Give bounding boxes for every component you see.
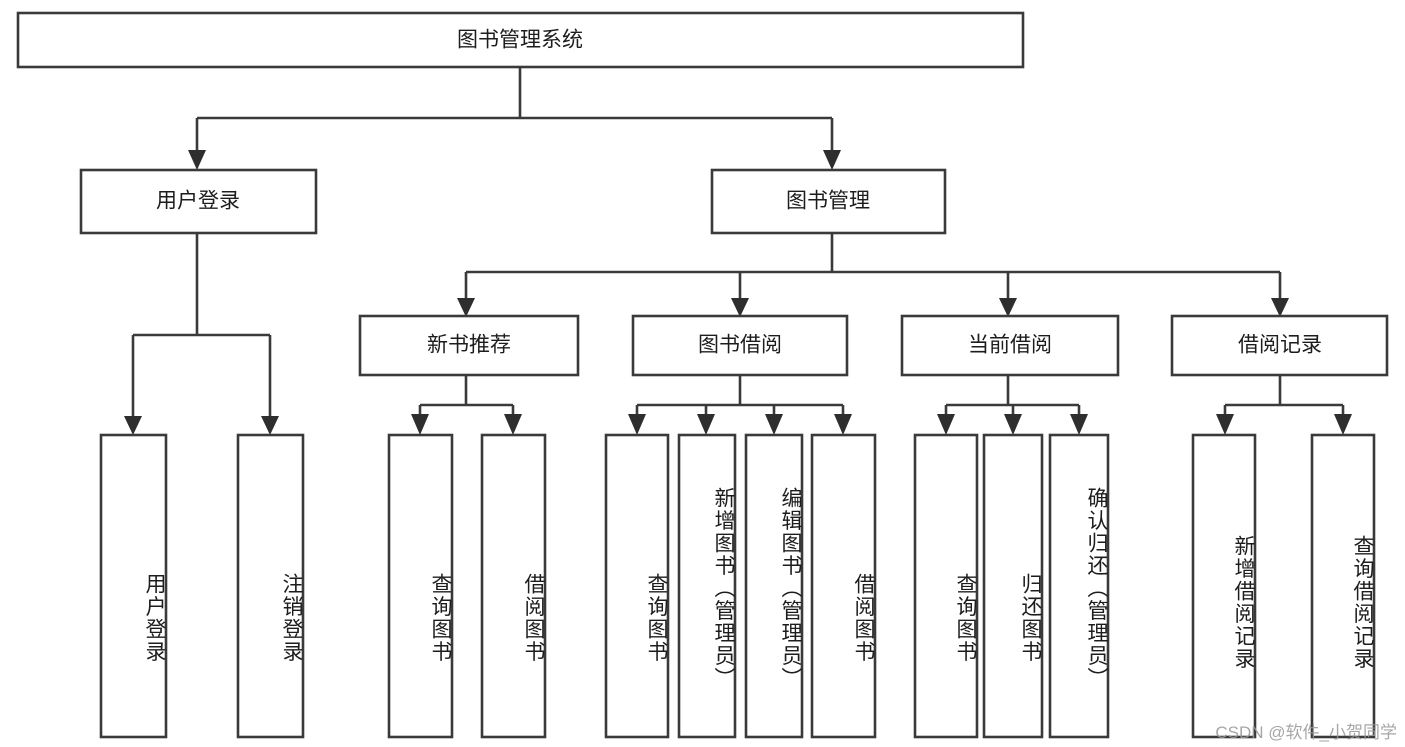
arrow-head-current-confirm — [1070, 414, 1088, 435]
node-box-leaf-user-login[interactable] — [99, 433, 168, 739]
arrow-head-borrow-add — [697, 414, 715, 435]
node-box-leaf-logout[interactable] — [236, 433, 305, 739]
node-box-leaf-return-book[interactable] — [982, 433, 1044, 739]
arrow-head-records-add — [1216, 414, 1234, 435]
arrow-head-borrow-query — [628, 414, 646, 435]
arrow-head-newbook-query — [411, 414, 429, 435]
node-box-leaf-query-borrow-record[interactable] — [1310, 433, 1376, 739]
node-box-user-login[interactable] — [79, 168, 318, 235]
connector-group-records-children — [1216, 375, 1352, 435]
arrow-head-current-return — [1004, 414, 1022, 435]
arrow-head-records — [1271, 298, 1289, 317]
connector-group-newbook-children — [411, 375, 522, 435]
node-box-leaf-borrow-book-2[interactable] — [810, 433, 877, 739]
node-label-new-book-recommend: 新书推荐 — [427, 334, 511, 357]
arrow-head-newbook — [457, 298, 475, 317]
arrow-head-book-manage — [823, 150, 841, 170]
node-box-borrow-records[interactable] — [1170, 314, 1389, 377]
arrow-head-borrow — [731, 298, 749, 317]
node-box-book-borrow[interactable] — [631, 314, 849, 377]
connector-group-bookmanage-children — [457, 233, 1289, 317]
node-box-leaf-edit-book-admin[interactable] — [744, 433, 804, 739]
arrow-head-current — [999, 298, 1017, 317]
node-label-user-login: 用户登录 — [156, 190, 240, 213]
arrow-head-newbook-borrow — [504, 414, 522, 435]
node-label-book-borrow: 图书借阅 — [698, 334, 782, 357]
connector-group-root-to-level1 — [188, 67, 841, 170]
node-box-leaf-query-book-1[interactable] — [387, 433, 454, 739]
node-box-leaf-query-book-3[interactable] — [913, 433, 979, 739]
node-box-leaf-add-book-admin[interactable] — [677, 433, 737, 739]
connector-group-userlogin-children — [124, 233, 279, 435]
node-box-leaf-borrow-book-1[interactable] — [480, 433, 547, 739]
node-box-leaf-query-book-2[interactable] — [604, 433, 670, 739]
arrow-head-leaf-logout — [261, 416, 279, 435]
arrow-head-current-query — [937, 414, 955, 435]
arrow-head-borrow-lend — [834, 414, 852, 435]
node-label-root: 图书管理系统 — [457, 29, 583, 52]
arrow-head-borrow-edit — [765, 414, 783, 435]
node-box-new-book-recommend[interactable] — [358, 314, 580, 377]
node-box-leaf-confirm-return-admin[interactable] — [1048, 433, 1110, 739]
arrow-head-records-query — [1334, 414, 1352, 435]
arrow-head-leaf-user-login — [124, 416, 142, 435]
node-box-leaf-add-borrow-record[interactable] — [1191, 433, 1257, 739]
node-box-root[interactable] — [16, 11, 1025, 69]
node-label-current-borrow: 当前借阅 — [968, 334, 1052, 357]
node-box-current-borrow[interactable] — [900, 314, 1120, 377]
connector-group-current-children — [937, 375, 1088, 435]
csdn-watermark: CSDN @软件_小贺同学 — [1215, 723, 1397, 742]
node-box-book-manage[interactable] — [710, 168, 947, 235]
connector-group-borrow-children — [628, 375, 852, 435]
arrow-head-user-login — [188, 150, 206, 170]
node-label-borrow-records: 借阅记录 — [1238, 334, 1322, 357]
node-label-book-manage: 图书管理 — [786, 190, 870, 213]
